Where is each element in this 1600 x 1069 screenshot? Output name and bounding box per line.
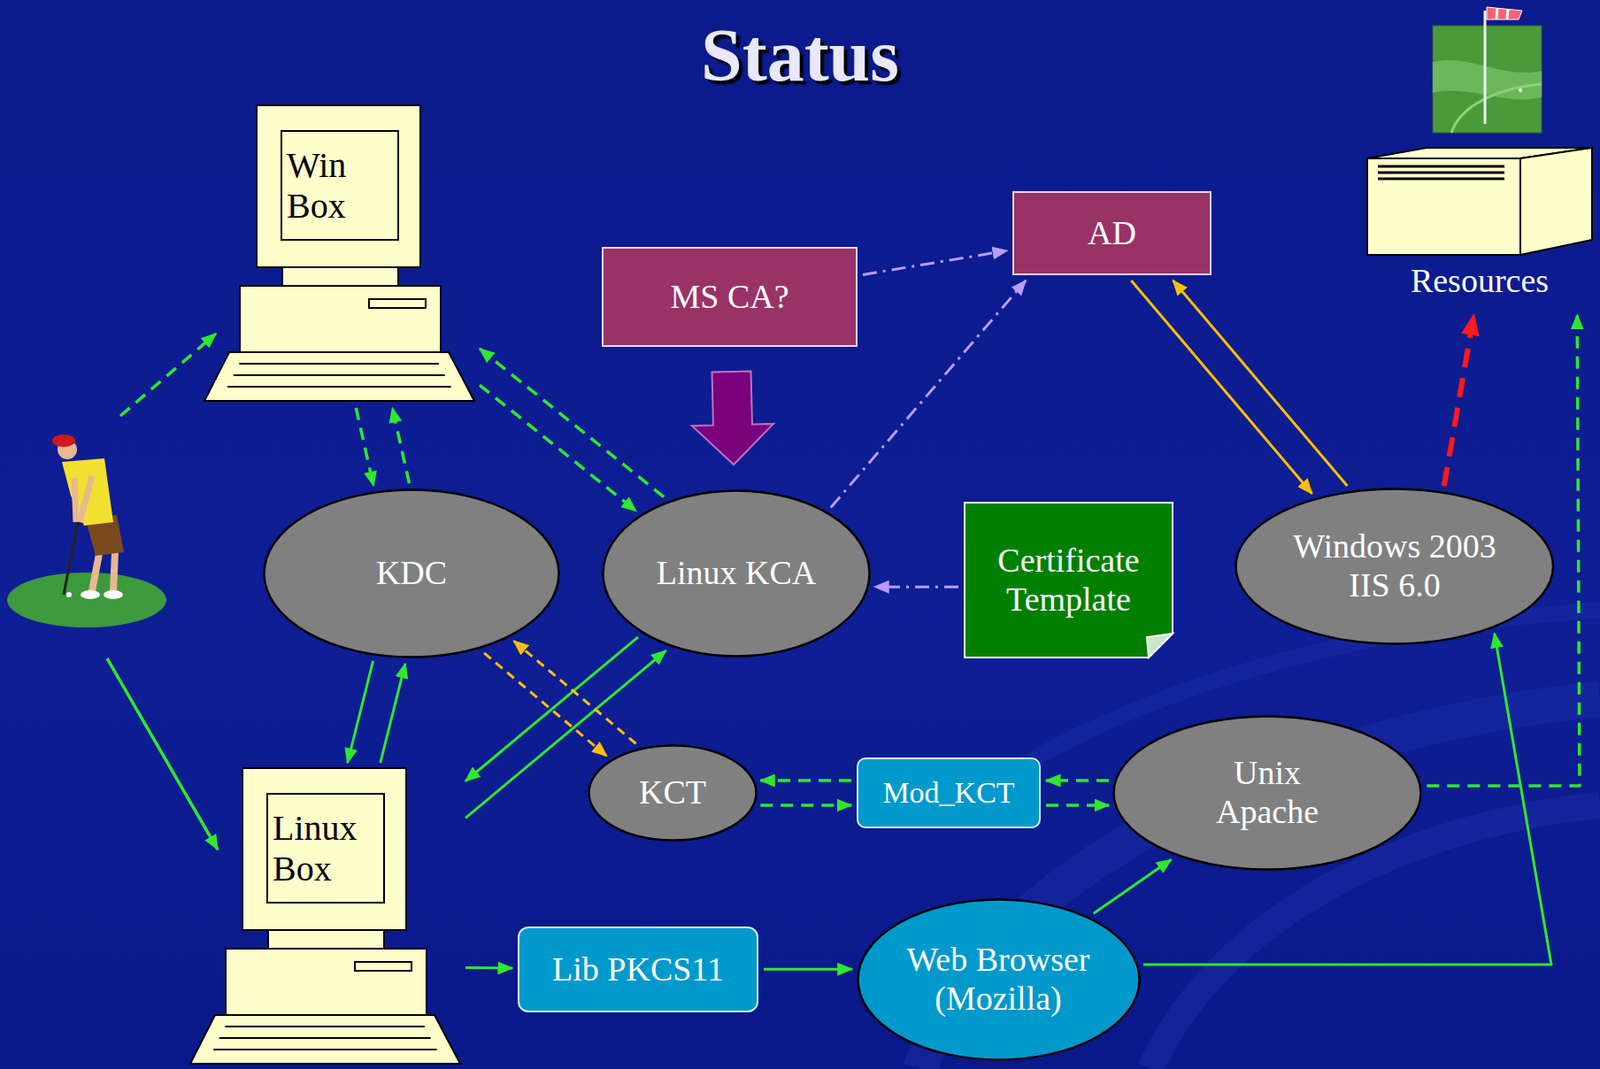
golf-picture [1432,7,1542,133]
server-box [1367,147,1593,255]
connector-arrow [514,640,637,744]
connector-arrow [862,250,1008,275]
process-box: MS CA? [601,246,858,347]
connector-arrow [760,778,852,783]
server-ellipse: Windows 2003 IIS 6.0 [1234,487,1555,646]
server-ellipse: Unix Apache [1112,715,1423,871]
connector-arrow [692,370,774,465]
node-label: Unix Apache [1200,753,1334,831]
node-label: KDC [376,553,447,593]
node-label: Certificate Template [977,541,1160,619]
node-label: Web Browser (Mozilla) [900,940,1096,1018]
computer-node: Win Box [204,105,475,403]
connector-arrow [1046,778,1109,783]
node-label: Lib PKCS11 [552,950,724,990]
connector-arrow [392,407,409,484]
node-label: KCT [638,773,707,813]
resource-label: Resources [1367,253,1593,310]
process-box: AD [1012,191,1212,276]
connector-arrow [479,348,664,498]
connector-arrow [479,384,637,511]
connector-arrow [1173,280,1348,486]
connector-arrow [355,407,374,486]
server-ellipse: Linux KCA [601,489,871,658]
connector-arrow [830,280,1026,508]
golfer-arrows [107,333,218,850]
node-label: Linux Box [272,807,379,890]
connector-arrow [763,968,853,971]
module-box: Mod_KCT [856,757,1041,829]
node-label: Windows 2003 IIS 6.0 [1284,527,1506,605]
node-label: Resources [1410,261,1549,301]
module-box: Lib PKCS11 [517,926,759,1013]
golfer-figure [7,434,167,628]
connector-arrow [347,661,374,763]
connector-arrow [1046,803,1109,808]
server-ellipse: KDC [262,488,561,659]
node-label: Linux KCA [656,553,817,593]
server-ellipse: KCT [587,744,758,842]
browser-ellipse: Web Browser (Mozilla) [856,898,1141,1062]
template-document: Certificate Template [963,501,1174,659]
connector-arrow [1093,859,1172,914]
slide-title: Status [0,12,1600,99]
connector-arrow [1130,280,1312,494]
connector-arrow [1444,315,1475,486]
connector-arrow [465,966,513,970]
connector-arrow [380,663,406,763]
node-label: MS CA? [669,277,789,317]
computer-node: Linux Box [190,768,461,1066]
node-label: Win Box [286,145,393,227]
node-label: AD [1087,214,1137,254]
node-label: Mod_KCT [882,775,1015,810]
connector-arrow [874,585,959,589]
connector-arrow [760,803,852,808]
